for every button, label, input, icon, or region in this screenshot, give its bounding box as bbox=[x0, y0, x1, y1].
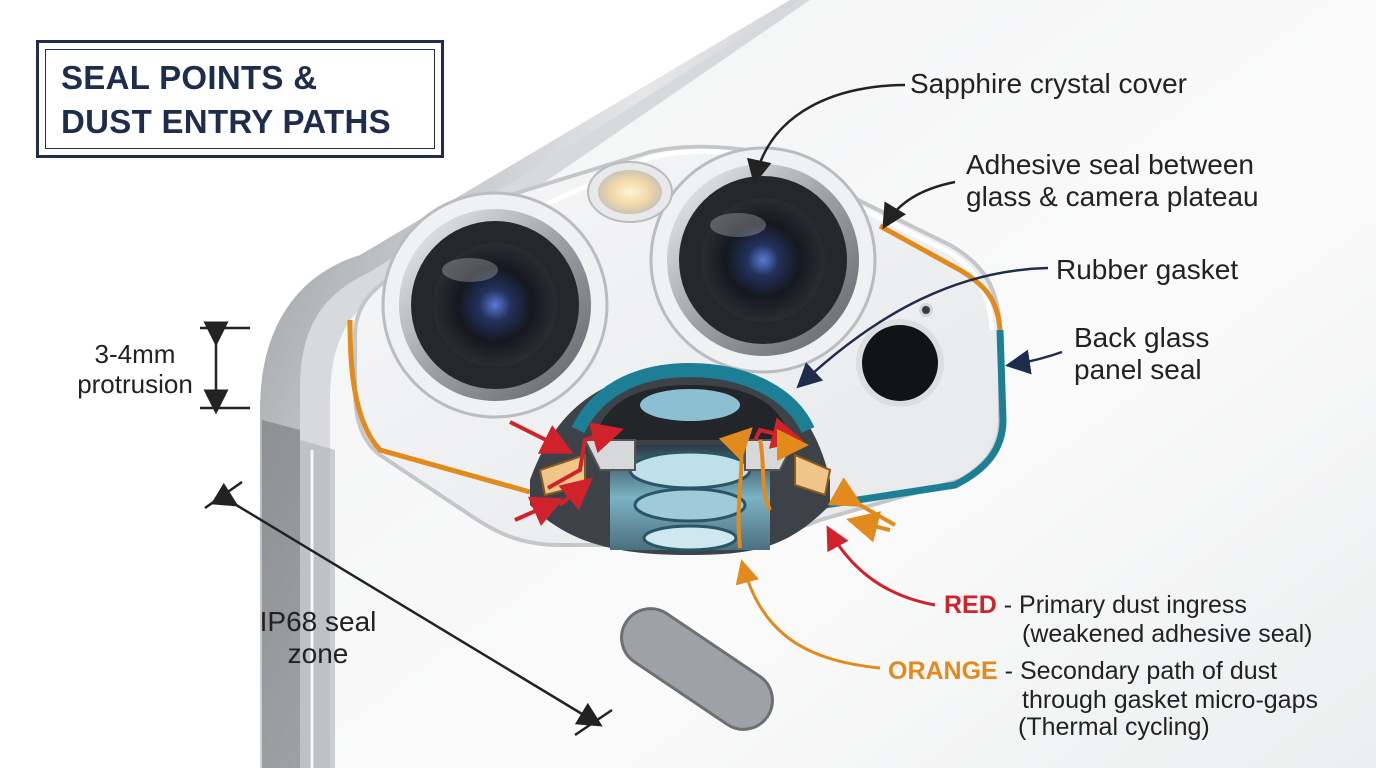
camera-lens bbox=[381, 191, 609, 419]
legend-orange-desc: - Secondary path of dust bbox=[997, 657, 1278, 685]
legend-orange-line-3: (Thermal cycling) bbox=[1018, 713, 1210, 741]
ip68-dimension bbox=[204, 480, 613, 737]
side-button bbox=[620, 607, 774, 731]
flash bbox=[587, 161, 673, 223]
callout-arrows bbox=[735, 83, 1063, 670]
protrusion-dimension bbox=[200, 321, 250, 415]
legend-red-keyword: RED bbox=[944, 591, 997, 619]
label-ip68-1: IP68 seal bbox=[259, 606, 377, 637]
legend-red-desc: - Primary dust ingress bbox=[996, 591, 1247, 619]
legend-orange-line-2: through gasket micro-gaps bbox=[1022, 686, 1318, 714]
orange-dust-path bbox=[718, 427, 896, 549]
legend-red-line-2: (weakened adhesive seal) bbox=[1022, 620, 1313, 648]
title-box: SEAL POINTS & DUST ENTRY PATHS bbox=[36, 40, 444, 158]
title-line-1: SEAL POINTS & bbox=[61, 59, 318, 96]
label-ip68-2: zone bbox=[287, 638, 349, 669]
label-adhesive-seal-2: glass & camera plateau bbox=[966, 181, 1259, 212]
legend-orange-line-1: ORANGE - Secondary path of dust bbox=[888, 656, 1277, 686]
legend-red-line-1: RED - Primary dust ingress bbox=[944, 590, 1247, 620]
label-protrusion-1: 3-4mm bbox=[94, 339, 176, 369]
label-back-glass-2: panel seal bbox=[1074, 354, 1202, 385]
adhesive-seal-line bbox=[347, 223, 1003, 495]
label-protrusion-2: protrusion bbox=[77, 369, 193, 399]
microphone-hole bbox=[919, 303, 933, 317]
label-rubber-gasket: Rubber gasket bbox=[1056, 254, 1239, 285]
back-glass-seal-line bbox=[824, 329, 1007, 509]
lidar-sensor bbox=[856, 319, 944, 407]
legend-orange-keyword: ORANGE bbox=[888, 657, 998, 685]
title-line-2: DUST ENTRY PATHS bbox=[61, 103, 391, 140]
label-sapphire-crystal: Sapphire crystal cover bbox=[910, 68, 1188, 99]
camera-lens bbox=[649, 146, 877, 374]
label-adhesive-seal-1: Adhesive seal between bbox=[966, 149, 1254, 180]
label-back-glass-1: Back glass bbox=[1074, 322, 1210, 353]
